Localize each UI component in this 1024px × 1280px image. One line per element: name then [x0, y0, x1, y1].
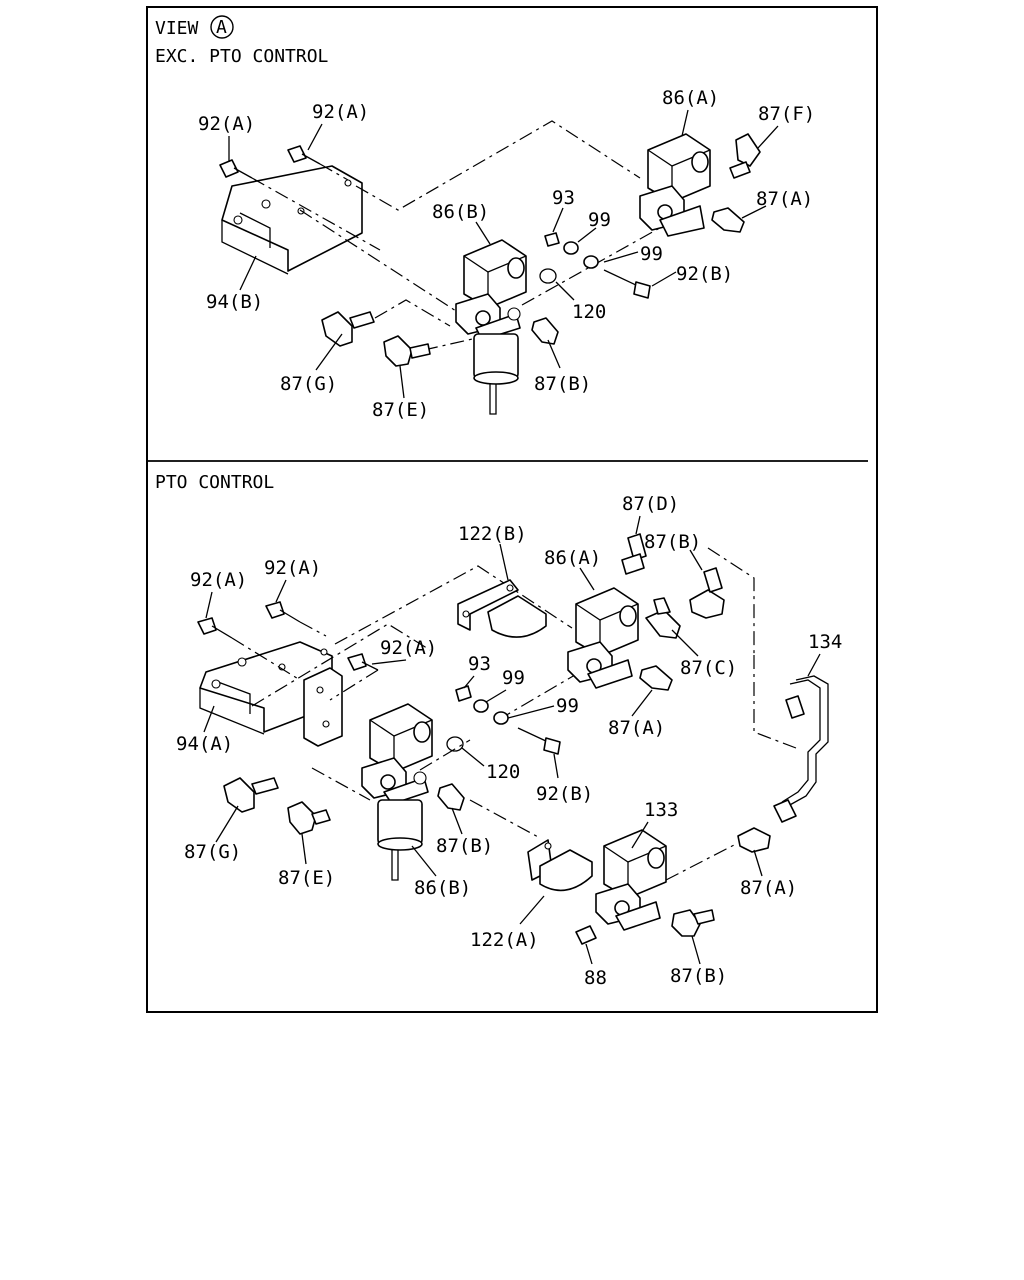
- label-92b-b: 92(B): [536, 783, 593, 805]
- label-87c: 87(C): [680, 657, 737, 679]
- label-87d: 87(D): [622, 493, 679, 515]
- washer-99-b-top: [583, 255, 599, 269]
- fitting-87b-top: [531, 317, 559, 345]
- bracket-122a: [527, 839, 593, 892]
- label-92a-b1: 92(A): [190, 569, 247, 591]
- label-94b: 94(B): [206, 291, 263, 313]
- label-99-b-a: 99: [502, 667, 525, 689]
- bolt-92a-b1: [197, 617, 233, 639]
- label-87e-b: 87(E): [278, 867, 335, 889]
- nut-93-bottom: [455, 685, 472, 702]
- valve-86a-top: [639, 133, 711, 237]
- label-92a-1: 92(A): [198, 113, 255, 135]
- label-87b-mid: 87(B): [436, 835, 493, 857]
- label-122b: 122(B): [458, 523, 527, 545]
- fitting-87b-bottom: [671, 909, 715, 937]
- label-99-b-b: 99: [556, 695, 579, 717]
- diagram-frame: [146, 6, 878, 1013]
- bracket-94b: [221, 165, 363, 275]
- label-92a-b2: 92(A): [264, 557, 321, 579]
- valve-133: [595, 829, 667, 931]
- label-133: 133: [644, 799, 678, 821]
- fitting-87d: [621, 533, 647, 575]
- label-87f: 87(F): [758, 103, 815, 125]
- bolt-92a-b2: [265, 601, 301, 623]
- fitting-87c: [645, 597, 681, 639]
- washer-99-b-bottom: [493, 711, 509, 725]
- fitting-87b-upper: [689, 567, 725, 619]
- label-120: 120: [572, 301, 606, 323]
- label-86b-b: 86(B): [414, 877, 471, 899]
- top-assembly: [219, 109, 779, 415]
- label-93-b: 93: [468, 653, 491, 675]
- label-92a-b3: 92(A): [380, 637, 437, 659]
- label-93: 93: [552, 187, 575, 209]
- oring-120-bottom: [446, 736, 464, 752]
- valve-86b-bottom: [361, 703, 433, 881]
- oring-120-top: [539, 268, 557, 284]
- fitting-87a-mid: [639, 665, 673, 691]
- fitting-87a-right: [737, 827, 771, 853]
- label-99-b: 99: [640, 243, 663, 265]
- washer-99-a-bottom: [473, 699, 489, 713]
- fitting-87e-top: [383, 335, 431, 367]
- bolt-92a-left: [219, 159, 253, 179]
- label-87b-upper: 87(B): [644, 531, 701, 553]
- bolt-92b-top: [603, 269, 651, 299]
- label-122a: 122(A): [470, 929, 539, 951]
- view-label: VIEW: [155, 18, 199, 39]
- label-86a-b: 86(A): [544, 547, 601, 569]
- nut-93-top: [544, 232, 560, 247]
- pipe-134: [773, 675, 829, 823]
- label-92a-2: 92(A): [312, 101, 369, 123]
- valve-86b-top: [455, 239, 527, 415]
- top-section-title: EXC. PTO CONTROL: [155, 46, 329, 67]
- label-92b: 92(B): [676, 263, 733, 285]
- label-87b: 87(B): [534, 373, 591, 395]
- label-86b: 86(B): [432, 201, 489, 223]
- washer-99-a-top: [563, 241, 579, 255]
- fitting-87f: [729, 133, 761, 179]
- label-99-a: 99: [588, 209, 611, 231]
- label-87g-b: 87(G): [184, 841, 241, 863]
- view-marker-circle: [210, 15, 234, 39]
- label-134: 134: [808, 631, 842, 653]
- part-88: [575, 925, 597, 945]
- label-86a: 86(A): [662, 87, 719, 109]
- label-87e: 87(E): [372, 399, 429, 421]
- fitting-87a-top: [711, 207, 745, 233]
- fitting-87b-mid: [437, 783, 465, 811]
- label-87g: 87(G): [280, 373, 337, 395]
- label-87a: 87(A): [756, 188, 813, 210]
- bolt-92b-bottom: [517, 727, 561, 755]
- fitting-87e-bottom: [287, 801, 331, 835]
- label-88: 88: [584, 967, 607, 989]
- mounting-plate: [303, 667, 343, 747]
- bottom-section-title: PTO CONTROL: [155, 472, 274, 493]
- fitting-87g-top: [321, 311, 375, 347]
- label-120-b: 120: [486, 761, 520, 783]
- bolt-92a-right: [287, 145, 321, 165]
- label-87b-bottom: 87(B): [670, 965, 727, 987]
- label-87a-right: 87(A): [740, 877, 797, 899]
- view-marker: A: [216, 17, 227, 38]
- bolt-92a-b3: [347, 653, 379, 671]
- top-labels: 92(A) 92(A) 86(A) 87(F) 87(A) 86(B) 93 9…: [198, 87, 815, 421]
- fitting-87g-bottom: [223, 777, 279, 813]
- label-87a-mid: 87(A): [608, 717, 665, 739]
- valve-86a-bottom: [567, 587, 639, 689]
- bracket-122b: [457, 579, 547, 638]
- bottom-labels: 87(D) 122(B) 86(A) 87(B) 92(A) 92(A) 92(…: [176, 493, 842, 989]
- label-94a: 94(A): [176, 733, 233, 755]
- bottom-assembly: [197, 515, 829, 965]
